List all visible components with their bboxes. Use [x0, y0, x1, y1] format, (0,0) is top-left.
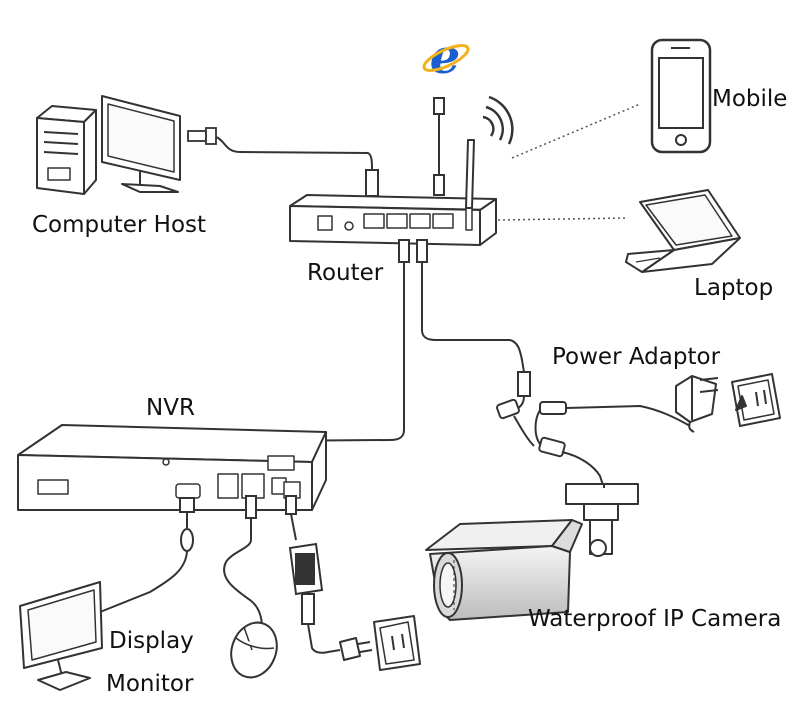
- computer-cable: [215, 136, 379, 197]
- internet-cable: [433, 97, 445, 196]
- mouse-icon: [230, 621, 278, 679]
- laptop-label: Laptop: [694, 275, 774, 301]
- power-adaptor-label: Power Adaptor: [552, 344, 721, 370]
- vga-cable: [99, 497, 195, 613]
- mouse-cable: [223, 495, 263, 629]
- camera-label: Waterproof IP Camera: [528, 606, 782, 632]
- monitor-label: Monitor: [106, 671, 194, 697]
- ie-browser-icon: e: [422, 29, 470, 85]
- router-label: Router: [307, 260, 384, 286]
- power-adaptor-icon: [675, 375, 719, 433]
- computer-host-icon: [36, 95, 181, 195]
- wireless-links: [497, 103, 641, 221]
- svg-text:e: e: [430, 29, 461, 85]
- laptop-icon: [625, 189, 741, 273]
- display-label: Display: [109, 628, 194, 654]
- mobile-label: Mobile: [712, 86, 788, 112]
- mobile-phone-icon: [650, 38, 712, 154]
- computer-host-label: Computer Host: [32, 212, 207, 238]
- wifi-signal-icon: [482, 95, 514, 145]
- router-to-camera-cable: [416, 239, 531, 411]
- nvr-label: NVR: [146, 395, 195, 421]
- router-icon: [289, 139, 497, 246]
- usb-plug-icon: [187, 127, 217, 145]
- ip-camera-icon: [425, 483, 639, 621]
- nvr-wall-socket-icon: [339, 615, 421, 671]
- wall-socket-icon: [731, 373, 781, 427]
- nvr-device-icon: [17, 424, 327, 511]
- camera-pigtail: [496, 398, 691, 489]
- nvr-power-cable: [285, 495, 341, 654]
- display-monitor-icon: [19, 581, 103, 691]
